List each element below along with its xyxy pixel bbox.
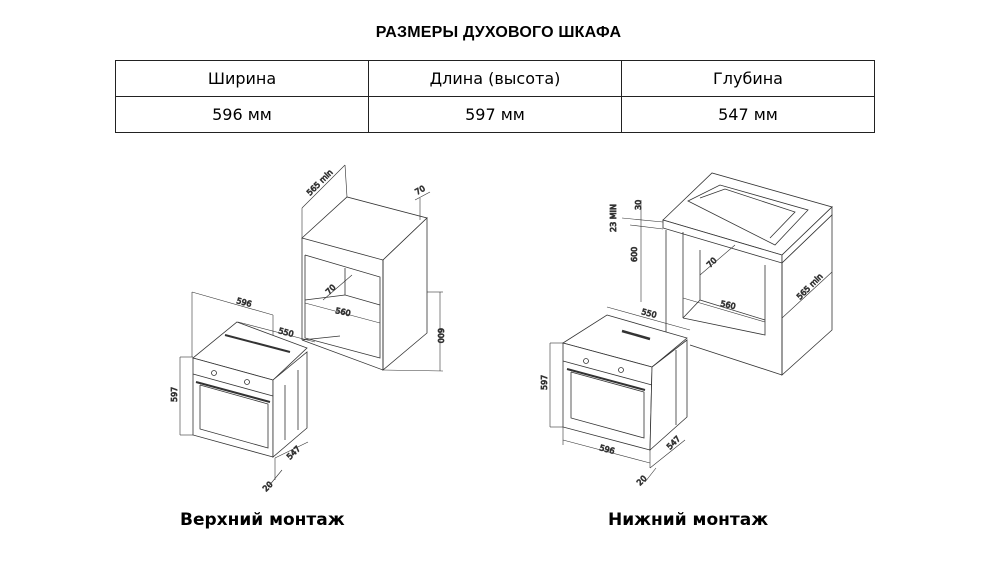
dim-oven-depth-top: 550 [640,307,657,320]
dim-inner-depth: 70 [324,283,338,297]
caption-bottom-mount: Нижний монтаж [608,510,769,530]
value-depth: 547 мм [621,96,875,133]
dim-cab-height: 600 [436,328,445,343]
header-depth: Глубина [621,60,875,97]
top-mount-dimension-lines [179,164,444,488]
dim-counter-thk: 30 [634,200,643,210]
table-row: 596 мм 597 мм 547 мм [115,96,875,133]
header-width: Ширина [115,60,369,97]
dim-oven-height: 597 [540,375,549,390]
dim-oven-front: 20 [635,474,649,488]
dim-oven-width: 596 [598,443,615,456]
bottom-mount-dimension-lines [549,200,833,483]
dim-inner-width: 560 [720,299,737,311]
value-height: 597 мм [368,96,622,133]
dim-oven-depth: 547 [285,444,302,461]
dim-oven-depth: 547 [665,434,682,451]
dimensions-table: Ширина Длина (высота) Глубина 596 мм 597… [115,60,875,133]
dim-inner-depth: 70 [705,256,719,270]
value-width: 596 мм [115,96,369,133]
dim-oven-depth-top: 550 [277,326,294,339]
top-mount-cabinet [301,196,428,371]
page-title: РАЗМЕРЫ ДУХОВОГО ШКАФА [375,24,622,41]
caption-top-mount: Верхний монтаж [180,510,345,530]
bottom-mount-cabinet [662,172,833,376]
dim-oven-height: 597 [170,387,179,402]
dim-oven-width: 596 [235,296,252,309]
bottom-mount-oven [562,314,688,451]
dim-cab-height: 600 [630,247,639,262]
table-header-row: Ширина Длина (высота) Глубина [115,60,875,97]
dim-inner-width: 560 [335,306,352,318]
dim-cab-depth: 565 min [305,168,335,198]
top-mount-oven [192,321,308,458]
dim-min-gap: 23 MIN [609,204,618,232]
header-height: Длина (высота) [368,60,622,97]
